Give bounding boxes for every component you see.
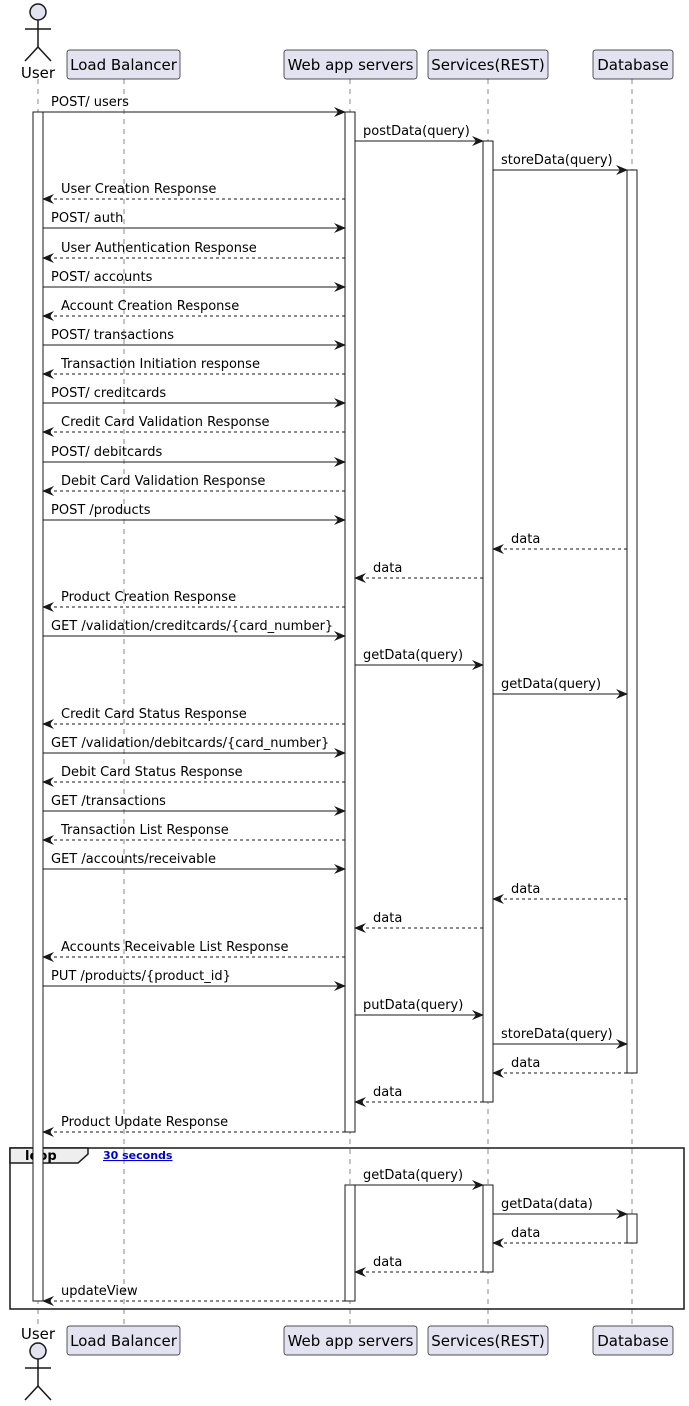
message-label-16: data xyxy=(373,561,402,576)
participant-db-box-top xyxy=(592,49,674,80)
participant-db-label-bottom: Database xyxy=(597,1332,669,1350)
message-label-31: putData(query) xyxy=(363,998,463,1013)
message-label-33: data xyxy=(511,1056,540,1071)
message-label-29: Accounts Receivable List Response xyxy=(61,940,289,955)
message-label-0: POST/ users xyxy=(51,95,129,110)
participant-db-box-bottom xyxy=(592,1325,674,1356)
message-label-32: storeData(query) xyxy=(501,1027,613,1042)
message-label-12: POST/ debitcards xyxy=(51,445,162,460)
participant-svc-label-top: Services(REST) xyxy=(431,56,545,74)
message-label-40: updateView xyxy=(61,1284,138,1299)
activation-user xyxy=(32,111,44,1302)
participant-web-label-bottom: Web app servers xyxy=(288,1332,414,1350)
activation-svc xyxy=(482,1184,494,1273)
actor-head-top xyxy=(29,3,47,21)
actor-user-label-top: User xyxy=(21,64,56,82)
message-label-35: Product Update Response xyxy=(61,1115,228,1130)
loop-frame xyxy=(9,1147,685,1310)
participant-web-box-bottom xyxy=(283,1325,418,1356)
message-label-34: data xyxy=(373,1085,402,1100)
participant-svc-box-bottom xyxy=(427,1325,549,1356)
actor-legs-top xyxy=(24,45,52,62)
participant-lb-box-top xyxy=(66,49,181,80)
participant-db-label-top: Database xyxy=(597,56,669,74)
participant-web-box-top xyxy=(283,49,418,80)
participant-web-label-top: Web app servers xyxy=(288,56,414,74)
activation-db xyxy=(626,1213,638,1244)
message-label-24: GET /transactions xyxy=(51,794,166,809)
actor-head-bottom xyxy=(29,1342,47,1360)
message-label-30: PUT /products/{product_id} xyxy=(51,969,231,984)
message-label-23: Debit Card Status Response xyxy=(61,765,243,780)
message-label-39: data xyxy=(373,1255,402,1270)
message-label-15: data xyxy=(511,532,540,547)
message-label-4: POST/ auth xyxy=(51,211,123,226)
message-label-3: User Creation Response xyxy=(61,182,216,197)
message-label-11: Credit Card Validation Response xyxy=(61,415,270,430)
participant-lb-label-bottom: Load Balancer xyxy=(70,1332,178,1350)
activation-db xyxy=(626,169,638,1074)
participant-lb-label-top: Load Balancer xyxy=(70,56,178,74)
message-label-17: Product Creation Response xyxy=(61,590,236,605)
message-label-1: postData(query) xyxy=(363,124,470,139)
message-label-22: GET /validation/debitcards/{card_number} xyxy=(51,736,329,751)
participant-svc-box-top xyxy=(427,49,549,80)
loop-condition: 30 seconds xyxy=(103,1149,173,1162)
message-label-7: Account Creation Response xyxy=(61,299,239,314)
actor-legs-bottom xyxy=(24,1384,52,1401)
participant-svc-label-bottom: Services(REST) xyxy=(431,1332,545,1350)
activation-svc xyxy=(482,140,494,1103)
message-label-19: getData(query) xyxy=(363,648,463,663)
message-label-20: getData(query) xyxy=(501,677,601,692)
message-label-2: storeData(query) xyxy=(501,153,613,168)
message-label-13: Debit Card Validation Response xyxy=(61,474,265,489)
loop-tab xyxy=(9,1147,89,1164)
message-label-9: Transaction Initiation response xyxy=(60,357,260,372)
message-label-14: POST /products xyxy=(51,503,151,518)
message-label-21: Credit Card Status Response xyxy=(61,707,247,722)
message-label-26: GET /accounts/receivable xyxy=(51,852,216,867)
participant-lb-box-bottom xyxy=(66,1325,181,1356)
message-label-28: data xyxy=(373,911,402,926)
message-label-38: data xyxy=(511,1226,540,1241)
message-label-6: POST/ accounts xyxy=(51,270,153,285)
message-label-36: getData(query) xyxy=(363,1168,463,1183)
message-label-37: getData(data) xyxy=(501,1197,593,1212)
message-label-8: POST/ transactions xyxy=(51,328,174,343)
actor-user-label-bottom: User xyxy=(21,1325,56,1343)
message-label-5: User Authentication Response xyxy=(61,241,257,256)
message-label-25: Transaction List Response xyxy=(60,823,229,838)
message-label-10: POST/ creditcards xyxy=(51,386,166,401)
activation-web xyxy=(344,1184,356,1302)
message-label-18: GET /validation/creditcards/{card_number… xyxy=(51,619,333,634)
message-label-27: data xyxy=(511,882,540,897)
activation-web xyxy=(344,111,356,1133)
